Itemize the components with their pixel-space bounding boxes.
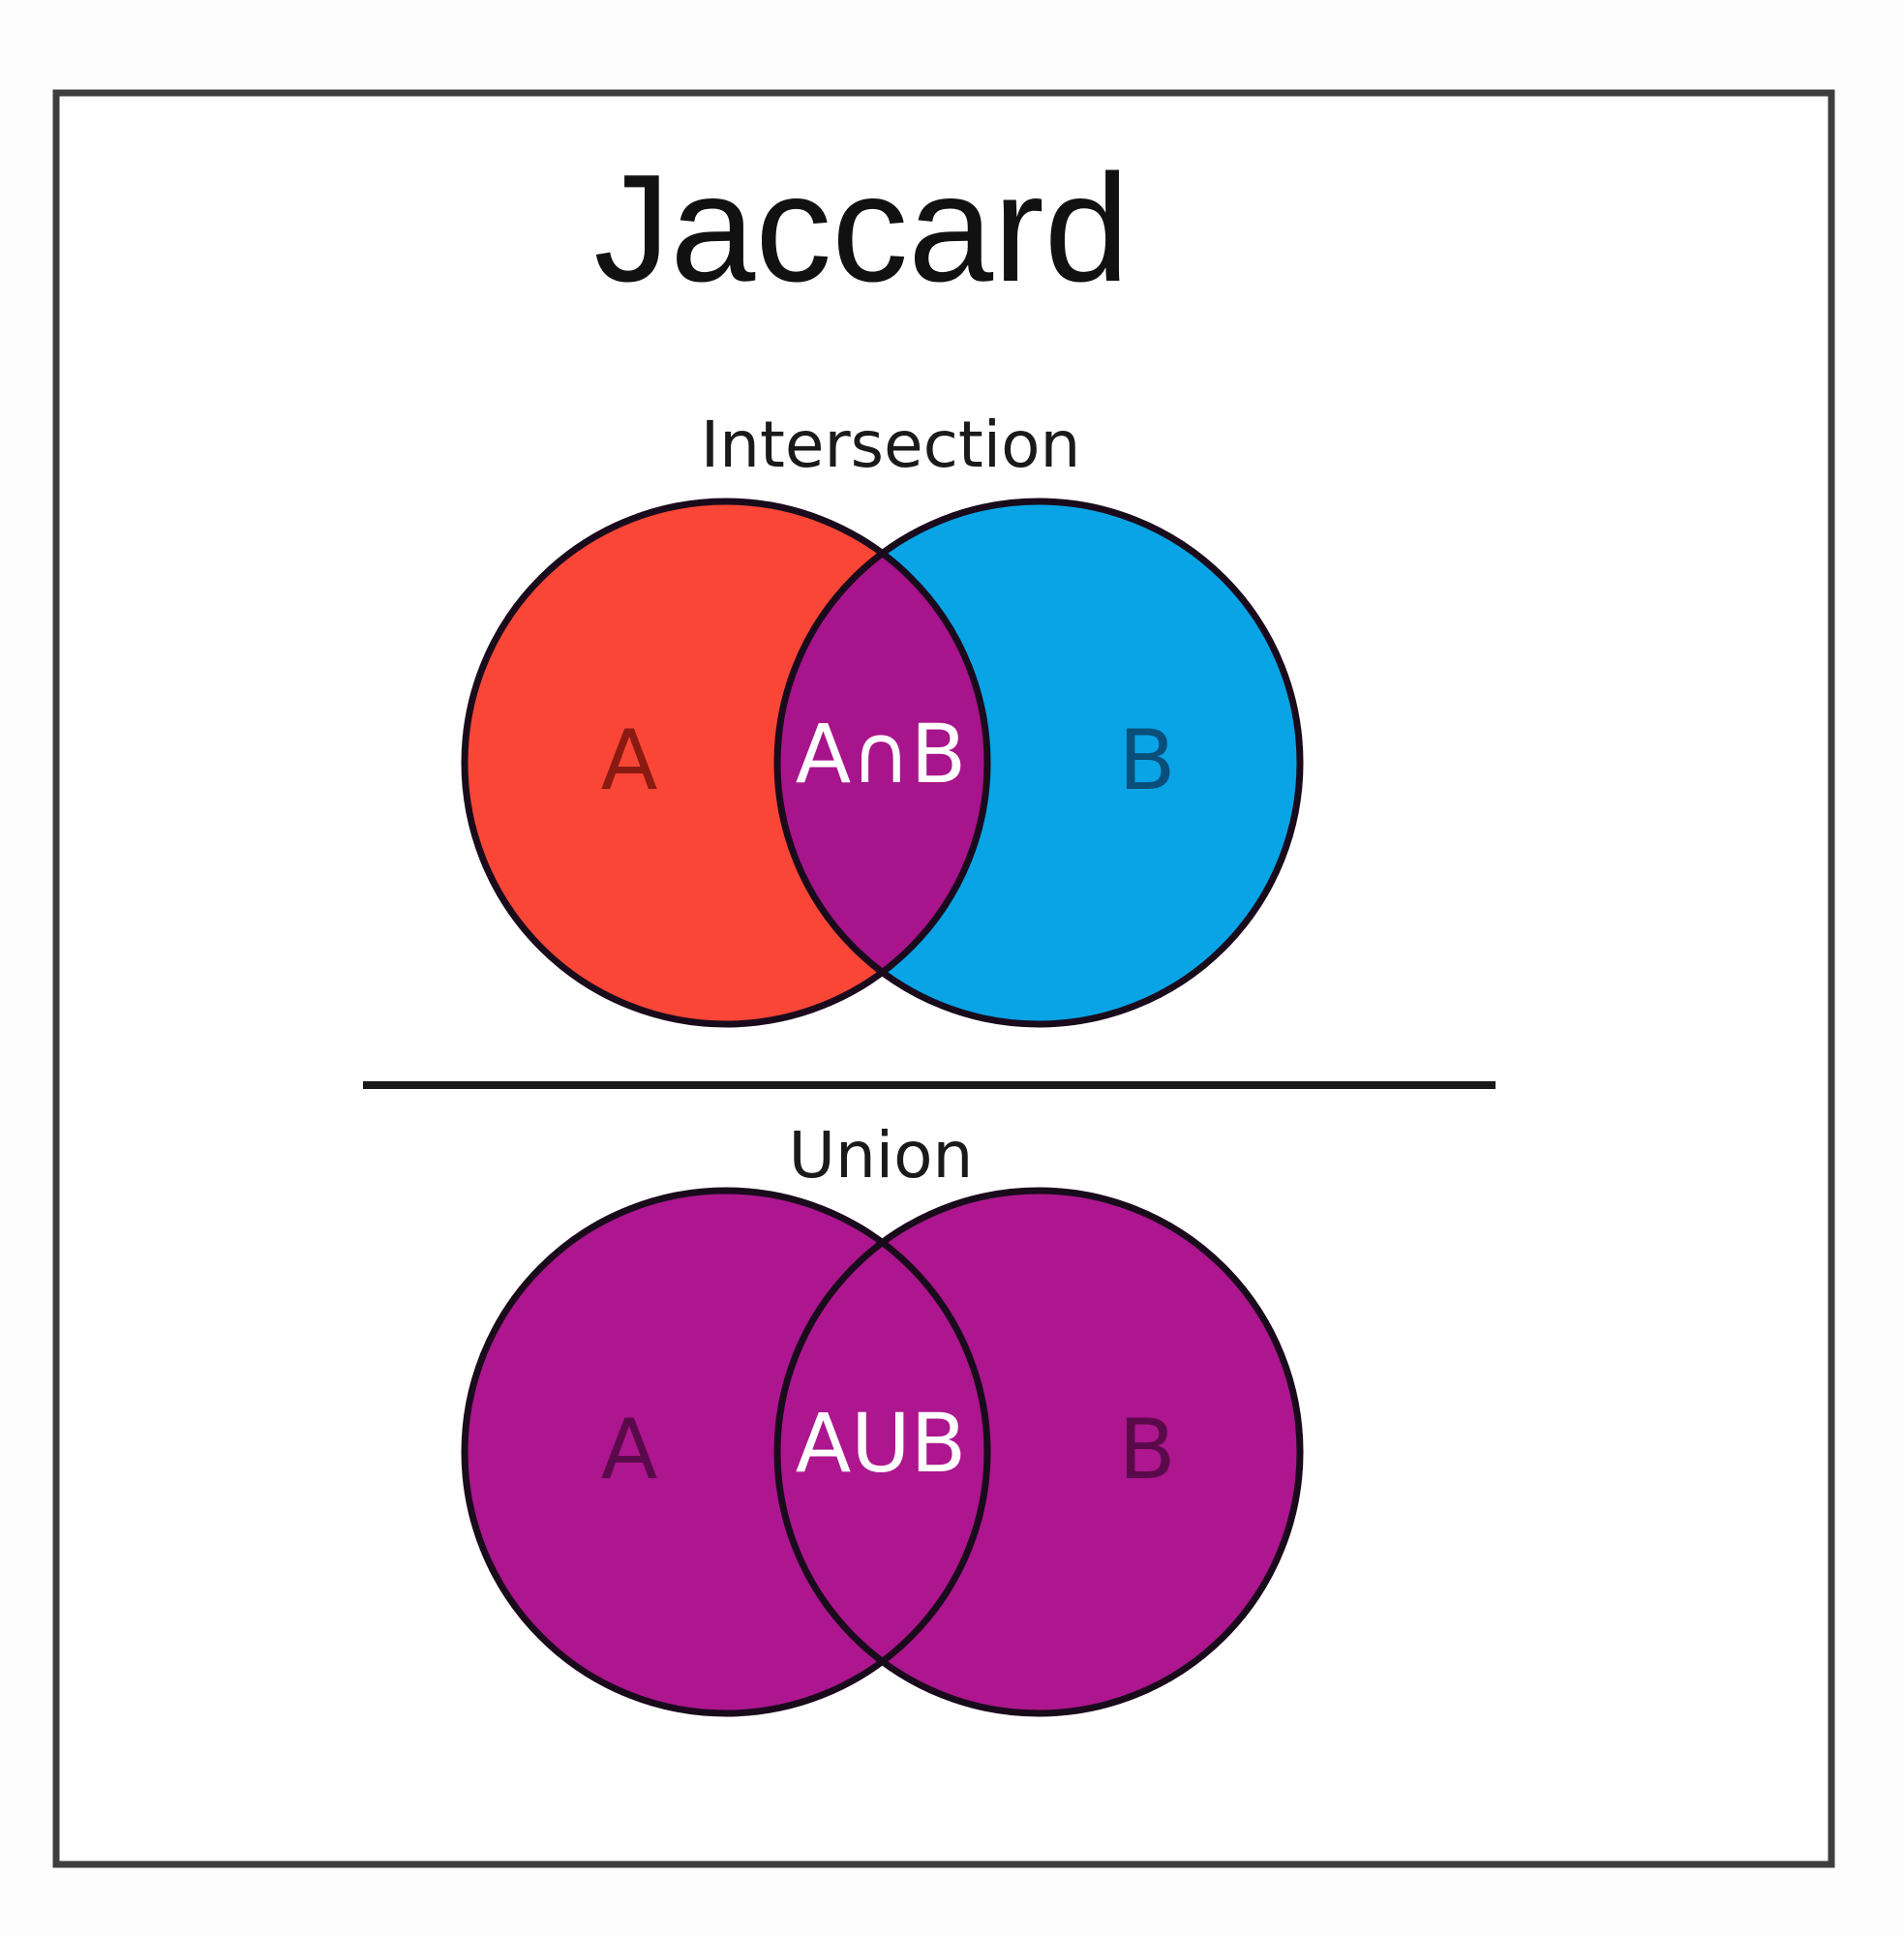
union-label: Union — [789, 1118, 974, 1193]
union-set-b-outline — [773, 1187, 1304, 1717]
intersection-set-b-label: B — [1119, 712, 1176, 809]
diagram-title: Jaccard — [593, 143, 1129, 314]
intersection-section: Intersection A A∩B B — [461, 408, 1304, 1028]
intersection-overlap-region — [777, 501, 987, 1024]
union-section: Union A AUB B — [461, 1118, 1304, 1717]
intersection-venn — [461, 498, 1304, 1028]
union-set-b-label: B — [1119, 1402, 1176, 1498]
intersection-set-b-outline — [773, 498, 1304, 1028]
union-set-a-outline — [461, 1187, 991, 1717]
union-overlap-region — [777, 1191, 987, 1713]
intersection-set-a-outline — [461, 498, 991, 1028]
union-overlap-label: AUB — [796, 1396, 967, 1491]
union-set-a-label: A — [601, 1402, 658, 1498]
intersection-overlap-label: A∩B — [796, 707, 967, 802]
union-venn — [461, 1187, 1304, 1717]
intersection-label: Intersection — [701, 408, 1081, 482]
intersection-set-a-label: A — [601, 712, 658, 809]
